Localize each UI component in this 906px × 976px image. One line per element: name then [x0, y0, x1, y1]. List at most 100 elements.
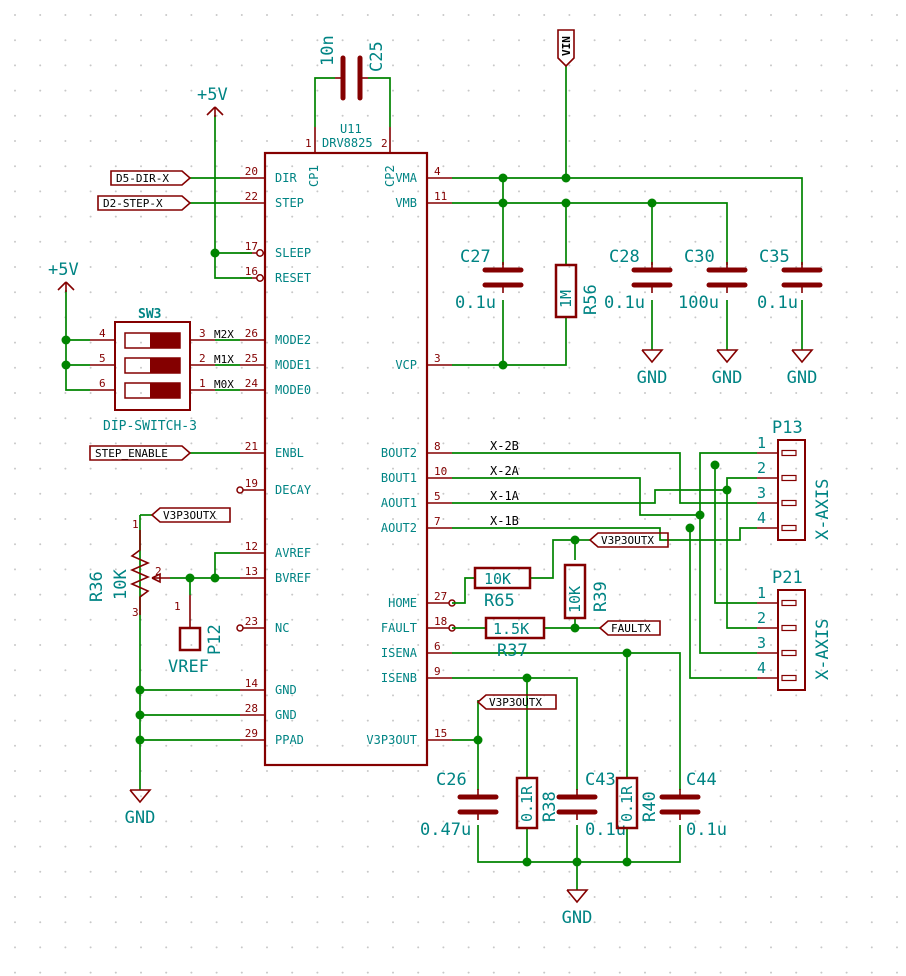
c43-value: 0.1u	[585, 820, 626, 840]
pin-num-13: 13	[245, 565, 258, 578]
svg-text:2: 2	[155, 565, 162, 578]
pin-num-6: 6	[434, 640, 441, 653]
cp2-num: 2	[381, 137, 388, 150]
svg-text:C25: C25	[367, 41, 387, 72]
c43-ref: C43	[585, 770, 616, 790]
label-v3p3-r39[interactable]: V3P3OUTX	[588, 532, 669, 548]
capacitor-c30[interactable]: C30 100u	[678, 247, 748, 313]
pin-name-enbl: ENBL	[275, 446, 304, 460]
pin-num-27: 27	[434, 590, 447, 603]
c26-value: 0.47u	[420, 820, 471, 840]
label-dir[interactable]: D5-DIR-X	[110, 170, 192, 186]
ground-symbols: GND GND GND GND GND	[125, 349, 817, 928]
svg-text:SW3: SW3	[138, 307, 161, 322]
svg-text:M2X: M2X	[214, 328, 234, 341]
chip-value: DRV8825	[322, 136, 373, 150]
c44-value: 0.1u	[686, 820, 727, 840]
svg-text:10K: 10K	[111, 569, 131, 600]
svg-text:1: 1	[174, 600, 181, 613]
resistor-r38[interactable]: 0.1R R38	[515, 776, 560, 830]
pin-open-marker	[236, 486, 244, 494]
c44-ref: C44	[686, 770, 717, 790]
connector-pin-num: 3	[757, 484, 766, 502]
c30-value: 100u	[678, 293, 719, 313]
svg-text:VIN: VIN	[560, 36, 573, 56]
ground-icon: GND	[712, 349, 743, 388]
svg-text:R39: R39	[591, 581, 611, 612]
svg-text:10K: 10K	[566, 586, 584, 613]
power-5v-switch: +5V	[48, 260, 79, 292]
c28-value: 0.1u	[604, 293, 645, 313]
ground-icon: GND	[787, 349, 817, 388]
svg-text:V3P3OUTX: V3P3OUTX	[601, 534, 654, 547]
pin-num-24: 24	[245, 377, 259, 390]
svg-text:0.1R: 0.1R	[518, 785, 536, 822]
connector-pin-num: 1	[757, 584, 766, 602]
ground-label: GND	[125, 808, 156, 828]
pin-num-8: 8	[434, 440, 441, 453]
svg-text:D2-STEP-X: D2-STEP-X	[103, 197, 163, 210]
potentiometer-r36[interactable]: 1 2 3 R36 10K	[87, 518, 170, 619]
resistor-r39[interactable]: 10K R39	[563, 563, 611, 620]
cp1-num: 1	[305, 137, 312, 150]
pin-name-sleep: SLEEP	[275, 246, 311, 260]
ground-label: GND	[712, 368, 743, 388]
net-x2a: X-2A	[490, 464, 520, 478]
c27-ref: C27	[460, 247, 491, 267]
background-grid	[14, 14, 898, 974]
testpoint-p12[interactable]: 1 P12 VREF	[168, 595, 225, 677]
pin-num-25: 25	[245, 352, 258, 365]
svg-text:R40: R40	[640, 791, 660, 822]
svg-text:10n: 10n	[318, 35, 338, 66]
pin-num-4: 4	[434, 165, 441, 178]
label-faultx[interactable]: FAULTX	[598, 620, 661, 636]
chip-body	[263, 151, 429, 767]
capacitor-c25[interactable]: 10n C25	[318, 35, 387, 101]
pin-num-14: 14	[245, 677, 259, 690]
c30-ref: C30	[684, 247, 715, 267]
svg-text:R56: R56	[581, 284, 601, 315]
label-step-enable[interactable]: STEP_ENABLE	[89, 445, 192, 461]
pin-num-16: 16	[245, 265, 258, 278]
pin-name-vmb: VMB	[395, 196, 417, 210]
chip-ref: U11	[340, 122, 362, 136]
label-vin[interactable]: VIN	[557, 29, 575, 68]
pin-name-step: STEP	[275, 196, 304, 210]
ground-label: GND	[637, 368, 668, 388]
label-v3p3-c26[interactable]: V3P3OUTX	[476, 694, 557, 710]
svg-text:M0X: M0X	[214, 378, 234, 391]
pin-name-v3p3out: V3P3OUT	[366, 733, 417, 747]
pin-num-5: 5	[434, 490, 441, 503]
dip-switch-sw3[interactable]: 4 5 6 3 2 1 SW3 DIP-SWITCH-3 M2X M1X M0X	[90, 307, 234, 434]
svg-text:V3P3OUTX: V3P3OUTX	[489, 696, 542, 709]
svg-text:STEP_ENABLE: STEP_ENABLE	[95, 447, 168, 460]
pin-name-decay: DECAY	[275, 483, 312, 497]
svg-text:4: 4	[99, 327, 106, 340]
label-v3p3-pot[interactable]: V3P3OUTX	[150, 507, 231, 523]
resistor-r56[interactable]: 1M R56	[554, 263, 601, 319]
resistor-r40[interactable]: 0.1R R40	[615, 776, 660, 830]
capacitor-c44[interactable]: C44 0.1u	[659, 770, 727, 840]
resistor-r65[interactable]: 10K R65	[473, 566, 532, 611]
label-step[interactable]: D2-STEP-X	[97, 195, 192, 211]
capacitor-c43[interactable]: C43 0.1u	[556, 770, 626, 840]
ground-icon: GND	[562, 889, 592, 928]
pin-name-aout1: AOUT1	[381, 496, 417, 510]
pin-num-22: 22	[245, 190, 258, 203]
svg-text:X-AXIS: X-AXIS	[813, 479, 833, 540]
svg-text:1: 1	[199, 377, 206, 390]
resistor-r37[interactable]: 1.5K R37	[484, 616, 546, 661]
connector-pin-num: 4	[757, 509, 766, 527]
pin-name-isenb: ISENB	[381, 671, 417, 685]
pin-name-nc: NC	[275, 621, 289, 635]
chip-right-pins: 4VMA11VMB3VCP8BOUT210BOUT15AOUT17AOUT227…	[366, 165, 456, 747]
